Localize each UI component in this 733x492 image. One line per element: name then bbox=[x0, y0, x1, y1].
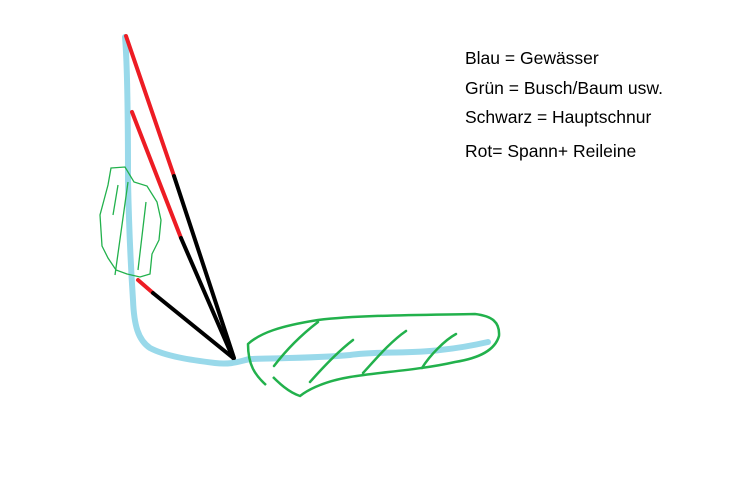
water-river bbox=[122, 34, 491, 367]
line-2 bbox=[130, 110, 235, 360]
small-bush-hatch bbox=[112, 181, 147, 276]
line-1 bbox=[124, 34, 236, 360]
legend-bush: Grün = Busch/Baum usw. bbox=[465, 78, 663, 98]
line-3 bbox=[136, 278, 234, 359]
large-bush-hatch bbox=[272, 320, 458, 384]
legend-main-line: Schwarz = Hauptschnur bbox=[465, 107, 652, 127]
large-bush-outline bbox=[246, 312, 501, 398]
tension-line-3 bbox=[136, 278, 155, 295]
main-line-1 bbox=[172, 174, 236, 360]
legend-tension-line: Rot= Spann+ Reileine bbox=[465, 141, 637, 161]
small-bush-outline bbox=[99, 166, 162, 278]
legend-water: Blau = Gewässer bbox=[465, 48, 599, 68]
tension-line-1 bbox=[124, 34, 176, 178]
tension-line-2 bbox=[130, 110, 183, 240]
main-line-2 bbox=[179, 236, 235, 360]
main-line-3 bbox=[151, 291, 234, 359]
